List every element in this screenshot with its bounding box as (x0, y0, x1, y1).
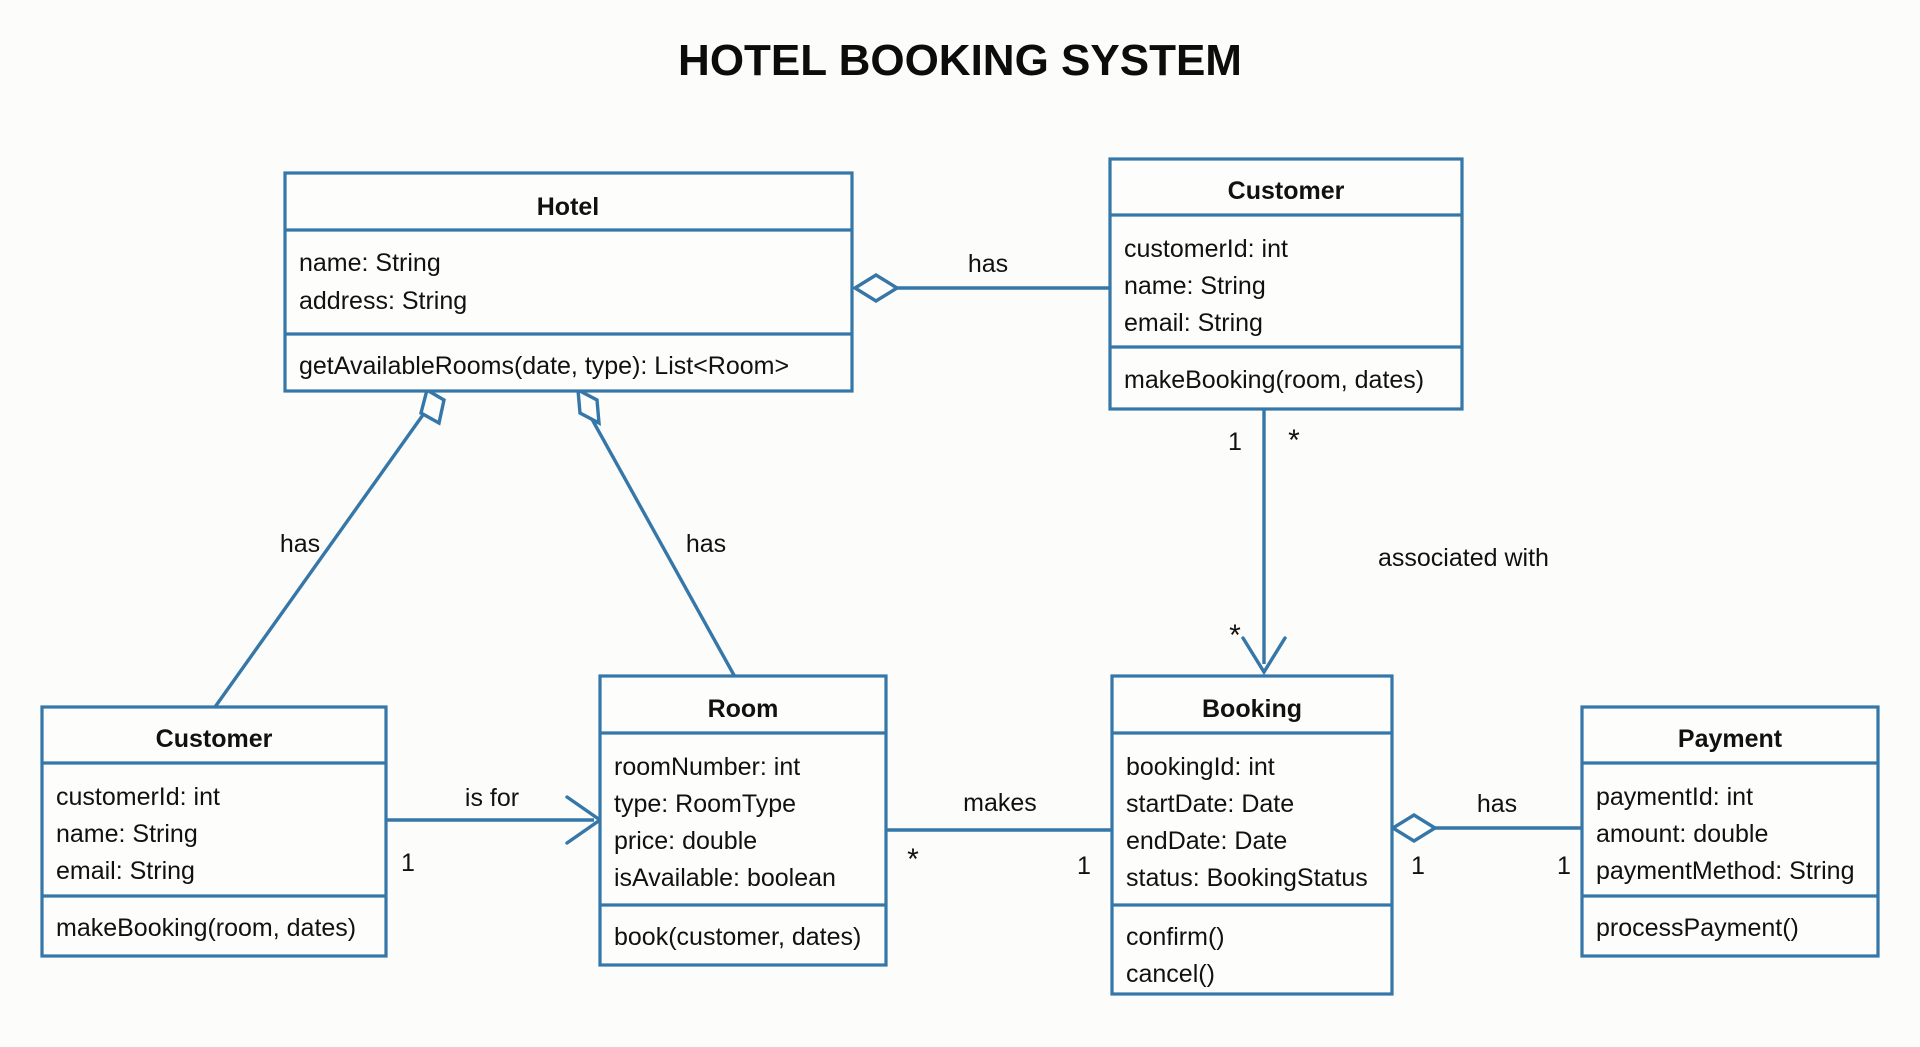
customer-top-box-outline (1108, 157, 1464, 411)
room-booking-label: makes (963, 789, 1037, 817)
hotel-box-outline (283, 171, 854, 393)
class-box-booking[interactable]: Booking bookingId: int startDate: Date e… (1110, 674, 1394, 996)
customer-room-source-multiplicity: 1 (401, 849, 415, 877)
hotel-room-aggregation-diamond (576, 387, 601, 426)
hotel-customer-label: has (968, 250, 1008, 278)
customer-bottom-attribute: name: String (56, 820, 198, 848)
room-class-name: Room (708, 695, 779, 723)
booking-attribute: status: BookingStatus (1126, 864, 1368, 892)
customer-bottom-attribute: customerId: int (56, 783, 220, 811)
hotel-attribute: address: String (299, 287, 467, 315)
page-title: HOTEL BOOKING SYSTEM (678, 36, 1242, 85)
payment-attribute: paymentId: int (1596, 783, 1753, 811)
relationship-hotel-customer-bottom: has (213, 387, 446, 708)
customer-top-method: makeBooking(room, dates) (1124, 366, 1424, 394)
payment-class-name: Payment (1678, 725, 1783, 753)
relationship-customer-room: is for 1 (386, 784, 603, 877)
room-method: book(customer, dates) (614, 923, 861, 951)
hotel-method: getAvailableRooms(date, type): List<Room… (299, 352, 789, 380)
relationship-customer-booking: 1 * * associated with (1228, 410, 1549, 676)
class-box-payment[interactable]: Payment paymentId: int amount: double pa… (1580, 705, 1880, 958)
booking-payment-target-multiplicity: 1 (1557, 852, 1571, 880)
customer-top-attribute: customerId: int (1124, 235, 1288, 263)
booking-method: cancel() (1126, 960, 1215, 988)
room-attribute: price: double (614, 827, 757, 855)
customer-booking-source-multiplicity: 1 (1228, 428, 1242, 456)
relationship-hotel-room: has (576, 387, 737, 678)
hotel-customer-bottom-line (213, 411, 427, 708)
customer-bottom-attribute: email: String (56, 857, 195, 885)
booking-attribute: bookingId: int (1126, 753, 1275, 781)
booking-class-name: Booking (1202, 695, 1302, 723)
class-box-customer-top[interactable]: Customer customerId: int name: String em… (1108, 157, 1464, 411)
customer-top-attribute: name: String (1124, 272, 1266, 300)
booking-attribute: startDate: Date (1126, 790, 1294, 818)
booking-method: confirm() (1126, 923, 1225, 951)
payment-box-outline (1580, 705, 1880, 958)
relationship-room-booking: makes * 1 (886, 789, 1112, 880)
customer-booking-label: associated with (1378, 544, 1549, 572)
customer-bottom-box-outline (40, 705, 388, 958)
room-attribute: type: RoomType (614, 790, 796, 818)
customer-booking-source-multiplicity-right: * (1288, 424, 1300, 457)
customer-top-attribute: email: String (1124, 309, 1263, 337)
hotel-class-name: Hotel (537, 193, 600, 221)
hotel-customer-bottom-label: has (280, 530, 320, 558)
class-box-hotel[interactable]: Hotel name: String address: String getAv… (283, 171, 854, 393)
booking-payment-label: has (1477, 790, 1517, 818)
relationship-hotel-customer: has (851, 250, 1110, 303)
hotel-customer-bottom-aggregation-diamond (419, 387, 446, 426)
payment-attribute: paymentMethod: String (1596, 857, 1854, 885)
customer-top-class-name: Customer (1228, 177, 1345, 205)
customer-booking-target-multiplicity: * (1229, 619, 1241, 652)
room-attribute: isAvailable: boolean (614, 864, 836, 892)
room-attribute: roomNumber: int (614, 753, 800, 781)
class-box-room[interactable]: Room roomNumber: int type: RoomType pric… (598, 674, 888, 967)
customer-room-label: is for (465, 784, 519, 812)
room-booking-source-multiplicity: * (907, 843, 919, 876)
room-booking-target-multiplicity: 1 (1077, 852, 1091, 880)
hotel-room-line (586, 411, 737, 678)
customer-bottom-method: makeBooking(room, dates) (56, 914, 356, 942)
customer-booking-arrowhead (1241, 636, 1287, 676)
booking-payment-source-multiplicity: 1 (1411, 852, 1425, 880)
booking-payment-aggregation-diamond (1389, 813, 1439, 843)
class-box-customer-bottom[interactable]: Customer customerId: int name: String em… (40, 705, 388, 958)
relationship-booking-payment: has 1 1 (1389, 790, 1582, 880)
hotel-room-label: has (686, 530, 726, 558)
payment-attribute: amount: double (1596, 820, 1768, 848)
customer-bottom-class-name: Customer (156, 725, 273, 753)
booking-attribute: endDate: Date (1126, 827, 1287, 855)
payment-method: processPayment() (1596, 914, 1799, 942)
booking-box-outline (1110, 674, 1394, 996)
hotel-customer-aggregation-diamond (851, 273, 901, 303)
hotel-attribute: name: String (299, 249, 441, 277)
room-box-outline (598, 674, 888, 967)
